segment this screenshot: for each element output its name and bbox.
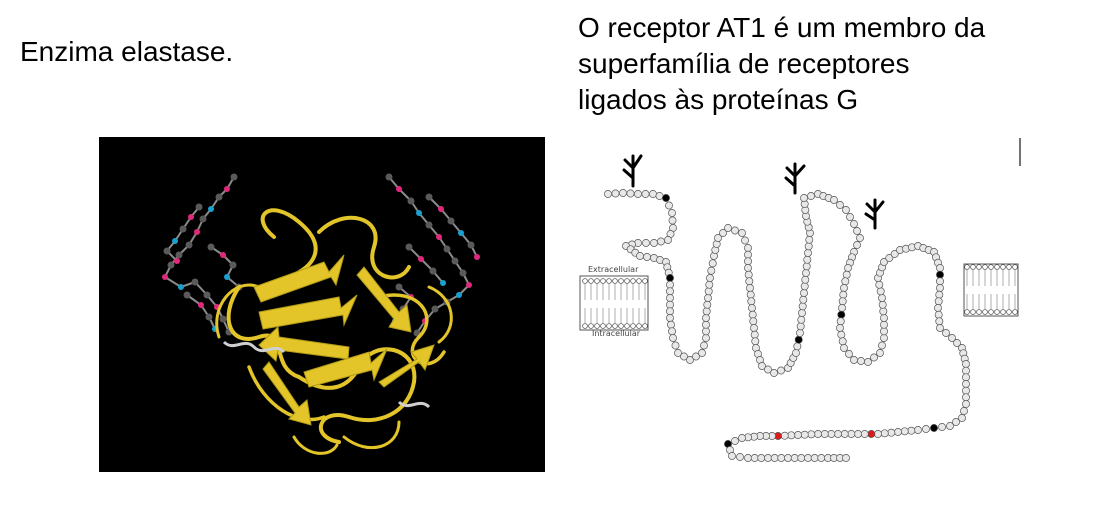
protein-ribbon: [215, 208, 453, 455]
elastase-ribbon-svg: [162, 173, 480, 455]
receptor-topology-svg: Extracellular Intracellular: [579, 138, 1021, 462]
lipid-bilayer-left: Extracellular Intracellular: [579, 265, 649, 338]
lipid-molecules: [582, 263, 1019, 329]
receptor-caption-line-1: O receptor AT1 é um membro da: [578, 12, 986, 43]
receptor-caption-line-2: superfamília de receptores: [578, 48, 910, 79]
intracellular-label: Intracellular: [592, 329, 641, 338]
receptor-caption: O receptor AT1 é um membro da superfamíl…: [578, 10, 1058, 118]
extracellular-label: Extracellular: [588, 265, 639, 274]
glycosylation-sites: [622, 154, 885, 230]
beta-strands: [253, 254, 435, 426]
receptor-caption-line-3: ligados às proteínas G: [578, 84, 859, 115]
elastase-caption: Enzima elastase.: [20, 36, 234, 67]
at1-receptor-diagram: Extracellular Intracellular: [578, 138, 1028, 474]
elastase-structure-image: [99, 137, 545, 472]
amino-acid-chain: [604, 189, 970, 462]
helix-segments: [222, 340, 431, 409]
